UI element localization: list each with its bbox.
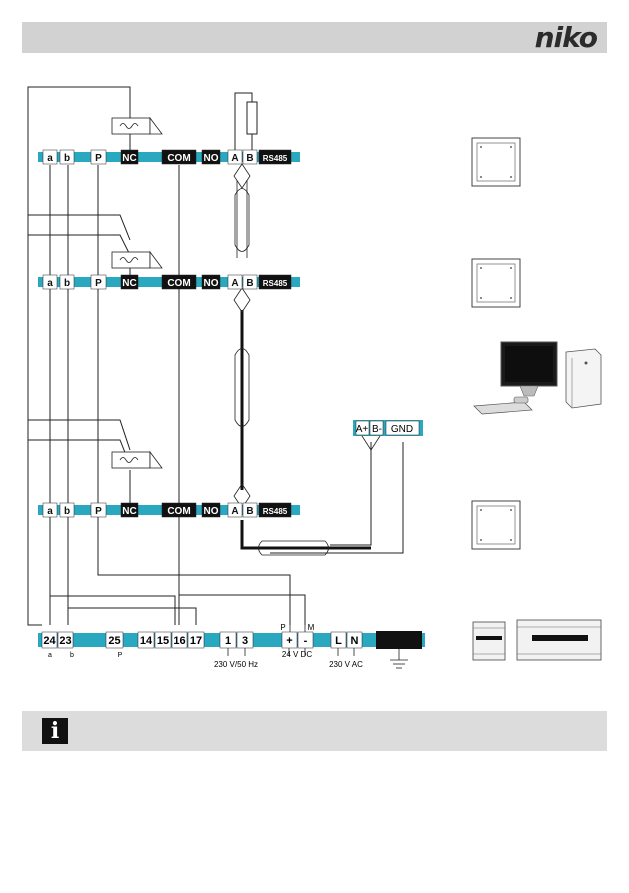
terminal-15: 15 <box>157 635 169 647</box>
rail-label-a: A <box>231 153 238 164</box>
rail-label-com: COM <box>167 506 190 517</box>
rail-label-a: A <box>231 278 238 289</box>
terminal-23: 23 <box>59 635 71 647</box>
terminal-plus: + <box>286 635 292 647</box>
rail-label-com: COM <box>167 153 190 164</box>
rail-label-no: NO <box>204 506 219 517</box>
rail-label-a: a <box>47 278 53 289</box>
sub-label-a: a <box>48 652 52 659</box>
relay-symbol-2 <box>111 251 163 269</box>
terminal-n: N <box>351 635 359 647</box>
power-unit-terminals: 24 23 25 14 15 16 17 1 3 + - L N a b P 2… <box>38 623 425 669</box>
rail-label-p: P <box>95 506 102 517</box>
sub-label-b: b <box>70 652 74 659</box>
terminal-24: 24 <box>43 635 56 647</box>
rail-label-b: b <box>64 506 70 517</box>
rail-label-b: B <box>246 278 253 289</box>
rail-label-b: B <box>246 153 253 164</box>
rail-label-b: b <box>64 278 70 289</box>
relay-symbol-3 <box>111 451 163 469</box>
page-header: niko <box>22 22 607 53</box>
rail-label-b: b <box>64 153 70 164</box>
info-bar: i <box>22 711 607 751</box>
rail-label-com: COM <box>167 278 190 289</box>
rail-label-no: NO <box>204 278 219 289</box>
rail-label-p: P <box>95 153 102 164</box>
conv-label-gnd: GND <box>391 424 413 435</box>
terminal-1: 1 <box>225 635 231 647</box>
rail-label-no: NO <box>204 153 219 164</box>
power-supply-icon <box>472 619 602 661</box>
relay-feed-wire <box>27 86 131 626</box>
rail-label-rs485: RS485 <box>263 154 288 163</box>
computer-icon <box>473 341 602 415</box>
rail-label-rs485: RS485 <box>263 507 288 516</box>
terminal-l: L <box>335 635 342 647</box>
rail-label-rs485: RS485 <box>263 279 288 288</box>
conv-label-b: B- <box>372 424 382 435</box>
terminal-14: 14 <box>140 635 153 647</box>
relay-symbol-1 <box>111 117 163 135</box>
rail-label-b: B <box>246 506 253 517</box>
rail-label-a: A <box>231 506 238 517</box>
sub-label-p: P <box>118 652 123 659</box>
label-230v-50hz: 230 V/50 Hz <box>214 660 258 669</box>
niko-logo: niko <box>534 21 598 54</box>
terminal-17: 17 <box>190 635 202 647</box>
panel-device-icon-2 <box>471 258 521 308</box>
terminal-25: 25 <box>108 635 120 647</box>
label-m: M <box>308 623 315 632</box>
terminal-minus: - <box>304 635 308 647</box>
rs485-converter: A+ B- GND <box>353 420 423 436</box>
conv-label-a: A+ <box>356 424 369 435</box>
panel-device-icon-3 <box>471 500 521 550</box>
terminal-3: 3 <box>242 635 248 647</box>
rail-label-nc: NC <box>122 278 136 289</box>
label-p: P <box>280 623 285 632</box>
rail-label-nc: NC <box>122 153 136 164</box>
rail-label-nc: NC <box>122 506 136 517</box>
rail-label-a: a <box>47 506 53 517</box>
terminal-16: 16 <box>173 635 185 647</box>
label-230v-ac: 230 V AC <box>329 660 363 669</box>
panel-device-icon-1 <box>471 137 521 187</box>
info-icon: i <box>42 718 68 744</box>
label-24v-dc: 24 V DC <box>282 650 312 659</box>
rail-label-a: a <box>47 153 53 164</box>
rail-label-p: P <box>95 278 102 289</box>
